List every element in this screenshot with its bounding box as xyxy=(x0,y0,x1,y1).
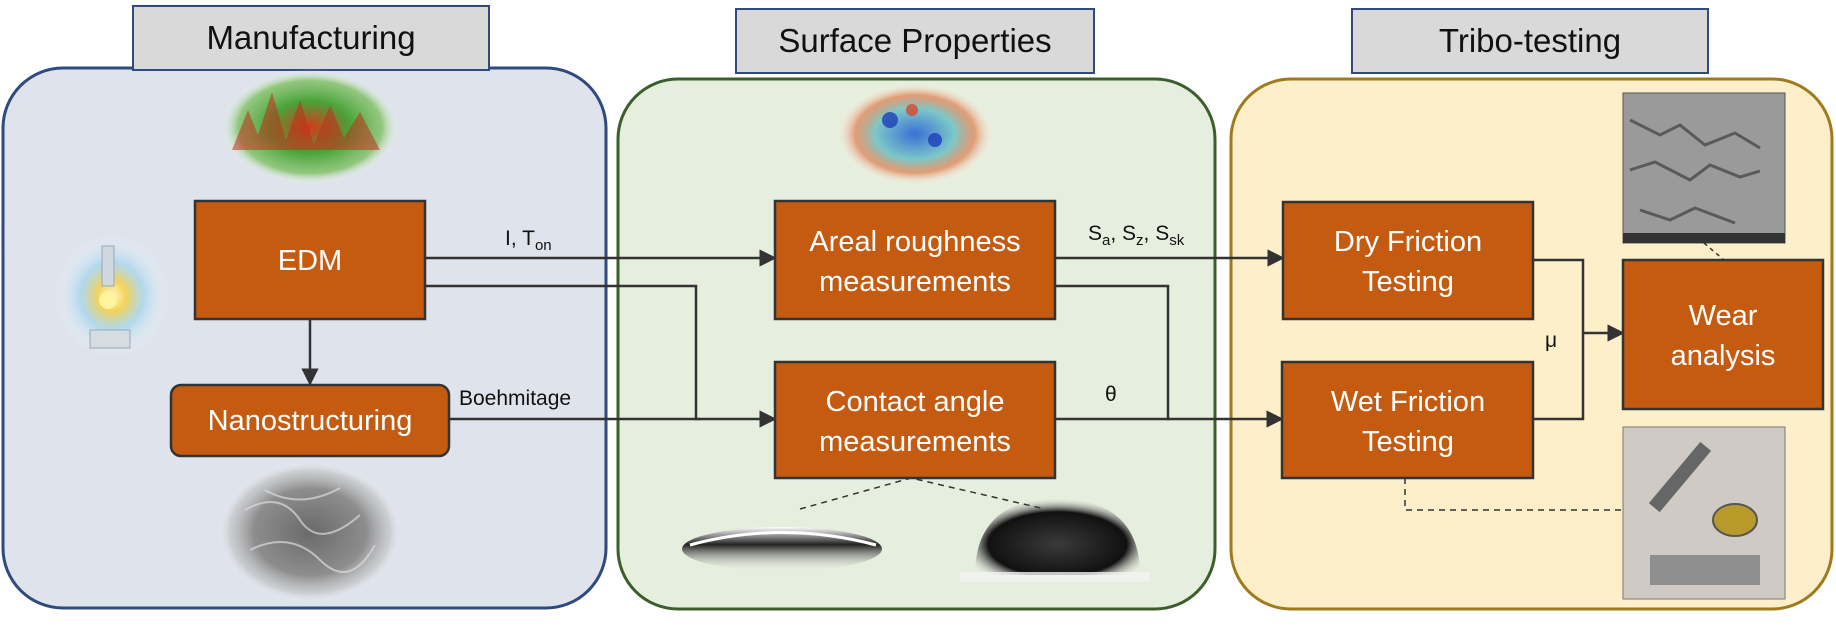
contact-box xyxy=(773,360,1057,480)
sem-wear-scalebar xyxy=(1623,233,1785,243)
theta-label: θ xyxy=(1105,383,1117,406)
tribo-title: Tribo-testing xyxy=(1439,22,1621,59)
areal-to-wet-arrow xyxy=(1055,284,1284,428)
roughness-map-spot xyxy=(906,104,918,116)
droplet-flat-image xyxy=(682,527,882,571)
dry-to-merge-line xyxy=(1533,258,1585,421)
areal-label-line2: measurements xyxy=(819,266,1011,298)
sem-texture xyxy=(244,487,376,573)
wet-to-tribometer-dashed xyxy=(1404,478,1623,511)
droplet-sphere-base xyxy=(960,572,1150,582)
roughness-params-label: Sa, Sz, Ssk xyxy=(1088,222,1185,249)
boehmitage-label: Boehmitage xyxy=(459,387,571,410)
edm-spark xyxy=(99,291,117,309)
tribometer-cup xyxy=(1712,503,1758,537)
edm-to-contact-arrow xyxy=(425,284,777,428)
areal-box xyxy=(773,199,1057,321)
dry-label-line1: Dry Friction xyxy=(1334,226,1482,258)
surface-title-box xyxy=(735,8,1095,74)
contact-label-line2: measurements xyxy=(819,426,1011,458)
wet-label-line2: Testing xyxy=(1362,426,1454,458)
surface-panel xyxy=(616,77,1217,611)
droplet-sphere-image xyxy=(975,498,1140,575)
edm-surface-3d-image xyxy=(220,69,400,185)
dry-box xyxy=(1281,200,1535,321)
tribometer-base xyxy=(1650,555,1760,585)
wear-label-line2: analysis xyxy=(1671,340,1776,372)
droplet-flat-highlight xyxy=(689,531,877,547)
dry-label-line2: Testing xyxy=(1362,266,1454,298)
edm-workpiece xyxy=(89,329,131,349)
contact-label-line1: Contact angle xyxy=(826,386,1005,418)
tribometer-arm xyxy=(1648,441,1712,513)
wet-label-line1: Wet Friction xyxy=(1331,386,1485,418)
edm-electrode xyxy=(101,245,115,287)
manufacturing-title: Manufacturing xyxy=(206,19,415,56)
wear-box xyxy=(1621,258,1825,411)
wear-label-line1: Wear xyxy=(1689,300,1758,332)
roughness-map-spot xyxy=(882,112,898,128)
edm-box xyxy=(193,199,427,321)
roughness-map-image xyxy=(835,82,995,186)
nano-box xyxy=(169,383,451,458)
surface-title: Surface Properties xyxy=(778,22,1051,59)
manufacturing-title-box xyxy=(132,5,490,71)
wet-box xyxy=(1280,360,1535,480)
edm-params-label: I, Ton xyxy=(505,227,552,254)
nanostructure-sem-image xyxy=(216,460,404,604)
sem-wear-texture xyxy=(1629,118,1761,225)
roughness-map-spot xyxy=(928,133,942,147)
areal-label-line1: Areal roughness xyxy=(809,226,1020,258)
edm-surface-peaks xyxy=(232,92,380,150)
nano-label: Nanostructuring xyxy=(208,405,413,437)
tribo-title-box xyxy=(1351,8,1709,74)
mu-label: μ xyxy=(1545,329,1557,352)
edm-label: EDM xyxy=(278,245,342,277)
